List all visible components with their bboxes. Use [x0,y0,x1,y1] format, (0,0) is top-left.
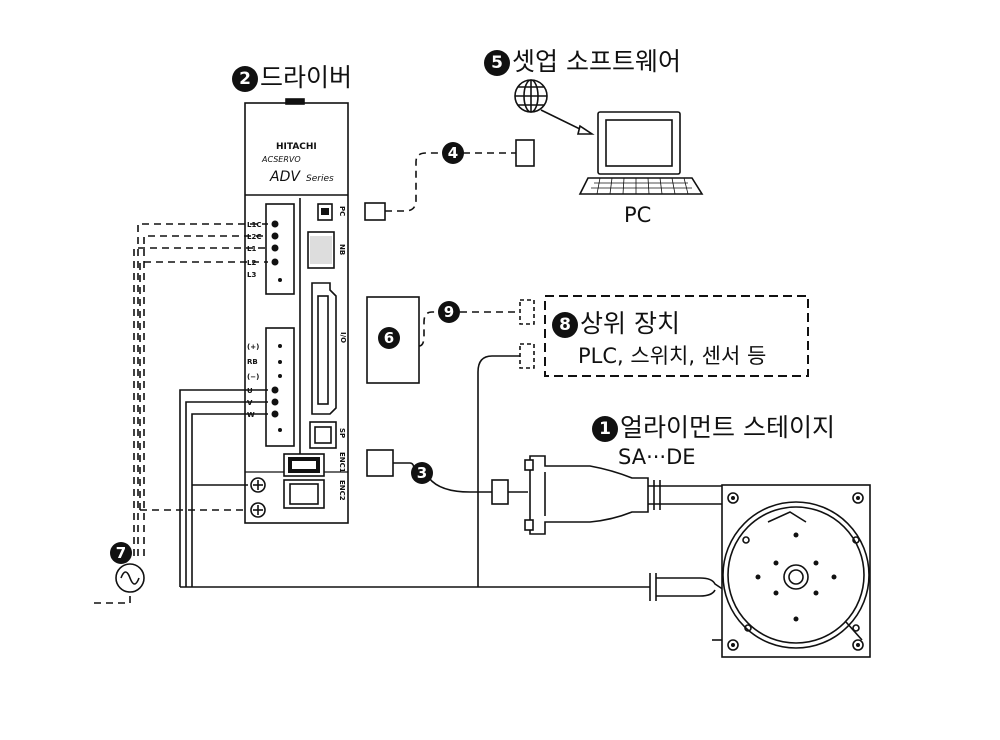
port-pc-label: PC [338,206,346,216]
callout-7: 7 [110,542,134,564]
callout-4-badge: 4 [442,142,464,164]
motor-terminal-label: W [247,411,255,419]
callout-3-badge: 3 [411,462,433,484]
power-terminal-pins [271,220,282,282]
alignment-stage-number-badge: 1 [592,416,618,442]
port-nb-label: NB [338,244,346,255]
power-terminal-label: L1 [247,245,256,253]
pc-label: PC [624,203,652,227]
port-enc1-label: ENC1 [338,452,346,473]
series-name-text: ADV [269,169,301,185]
host-device-box [544,295,809,377]
port-io-label: I/O [339,332,347,343]
series-suffix-text: Series [306,174,334,184]
power-terminal-label: L1C [247,221,261,229]
host-device-examples: PLC, 스위치, 센서 등 [578,344,767,368]
driver-label-text: 드라이버 [260,63,353,92]
callout-6-badge: 6 [378,327,400,349]
setup-software-label-text: 셋업 소프트웨어 [512,47,681,76]
host-device-cable [477,355,520,587]
alignment-stage [649,484,871,658]
motor-cable [179,389,650,588]
port-enc2-label: ENC2 [338,480,346,501]
series-line-text: ACSERVO [261,155,301,164]
laptop-icon [578,111,704,195]
motor-terminal-label: RB [247,358,258,366]
callout-4: 4 [442,142,466,164]
motor-terminal-pins [271,344,282,432]
host-device-label-text: 상위 장치 [580,309,680,338]
driver-number-badge: 2 [232,66,258,92]
port-sp-label: SP [338,428,346,438]
setup-software-number-badge: 5 [484,50,510,76]
stage-model-label: SA···DE [618,445,696,469]
power-terminal-label: L3 [247,271,256,279]
callout-9: 9 [438,301,462,323]
pc-cable [364,139,535,221]
globe-icon [514,79,595,135]
driver-printed-text: HITACHI ACSERVO ADV Series PC NB I/O SP … [247,142,347,501]
host-device-number-badge: 8 [552,312,578,338]
callout-3: 3 [411,462,435,484]
driver-unit [244,98,349,524]
motor-terminal-label: V [247,399,253,407]
motor-terminal-label: U [247,387,253,395]
encoder-cable [366,449,528,505]
brand-text: HITACHI [276,142,317,152]
dsub-connector [524,455,725,535]
callout-9-badge: 9 [438,301,460,323]
power-terminal-label: L2C [247,233,261,241]
power-supply-wires [94,223,268,604]
motor-terminal-label: (+) [247,343,259,351]
motor-terminal-label: (−) [247,373,259,381]
callout-6: 6 [378,327,402,349]
callout-7-badge: 7 [110,542,132,564]
alignment-stage-label-text: 얼라이먼트 스테이지 [620,413,835,442]
power-terminal-label: L2 [247,259,256,267]
